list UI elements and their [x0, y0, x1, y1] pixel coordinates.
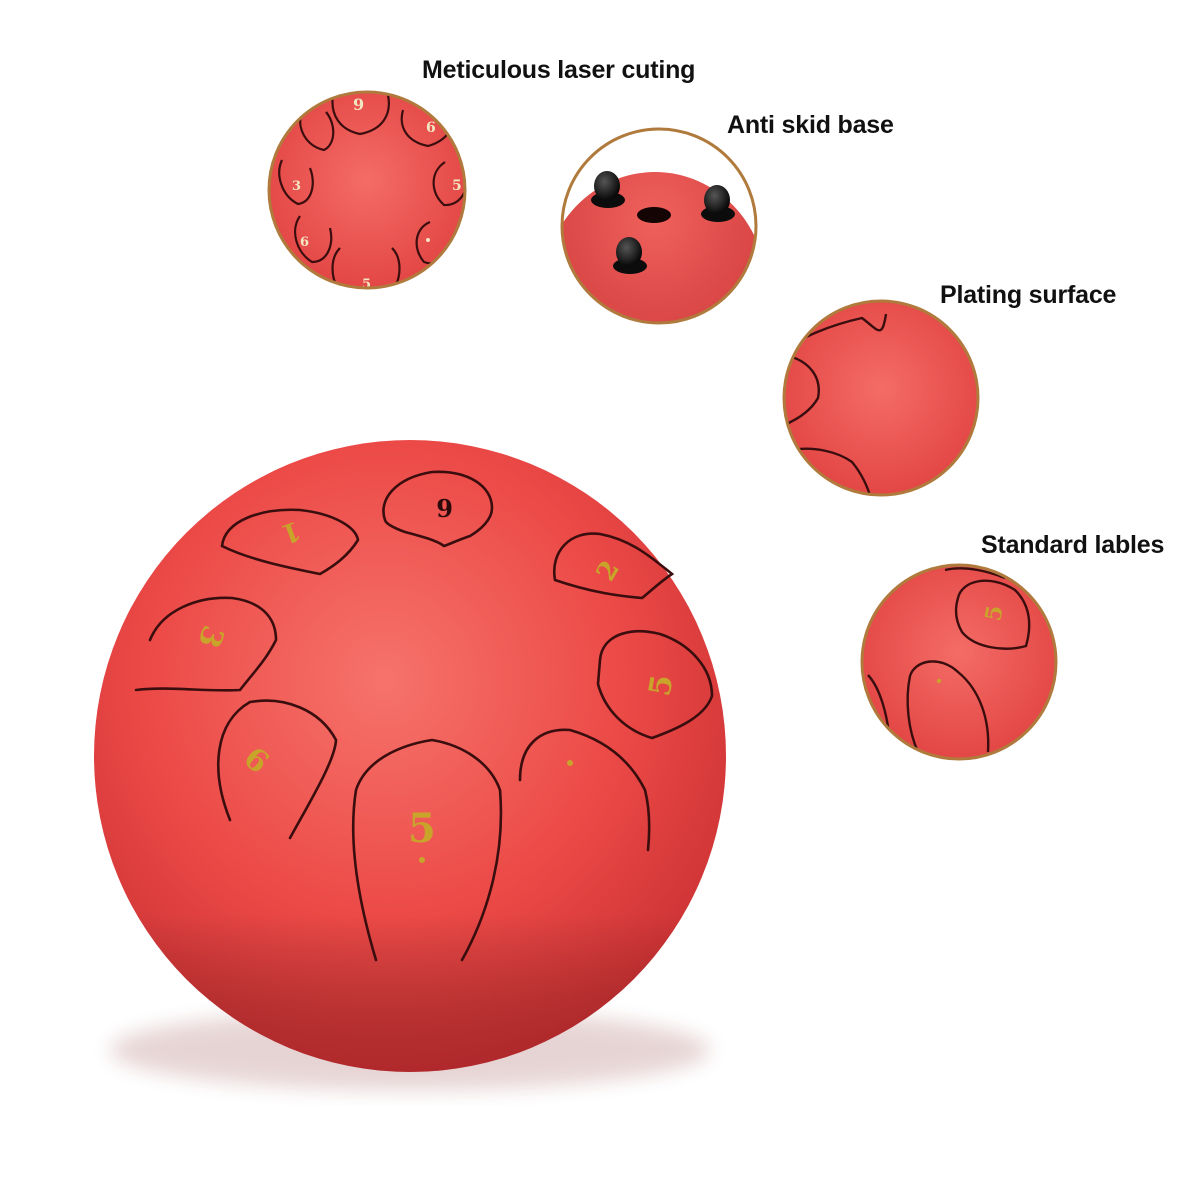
- standard-labels-image: 5: [860, 563, 1058, 761]
- laser-cut-detail-image: 9 6 5 3 6 5: [267, 90, 467, 292]
- tongue-lower-right: [518, 728, 651, 852]
- tongue-left: [134, 596, 278, 692]
- note-label-bottom: 5: [408, 805, 436, 852]
- caption-standard-labels: Standard lables: [981, 531, 1165, 559]
- note-dot-lower-right: [567, 760, 573, 766]
- detail-digit-bottom: 5: [362, 277, 371, 292]
- tongue-cuts: [134, 470, 714, 962]
- anti-skid-base-image: [560, 127, 758, 325]
- tongue-right: [596, 630, 714, 740]
- caption-laser-cutting: Meticulous laser cuting: [422, 56, 696, 84]
- detail-dot: [426, 238, 430, 242]
- plating-surface-image: [782, 299, 980, 497]
- label-digit-5: 5: [980, 603, 1008, 623]
- rubber-foot-bottom: [613, 237, 647, 274]
- rubber-foot-left: [591, 171, 625, 208]
- detail-digit-right: 5: [452, 178, 462, 194]
- label-dot: [936, 678, 942, 684]
- tongue-top: [382, 470, 494, 548]
- tongue-lower-left: [217, 699, 338, 840]
- detail-digit-top-right: 6: [426, 120, 436, 136]
- caption-anti-skid-base: Anti skid base: [727, 111, 894, 139]
- tongue-bottom: [351, 738, 503, 962]
- tongue-upper-left: [220, 508, 360, 576]
- tongue-drum: 6 1 2 3 5 6 5: [94, 440, 726, 1090]
- caption-plating-surface: Plating surface: [940, 281, 1117, 309]
- detail-digit-bottom-left: 6: [300, 235, 309, 250]
- note-dot-bottom: [419, 857, 425, 863]
- detail-digit-left: 3: [292, 179, 301, 194]
- rubber-foot-right: [701, 185, 735, 222]
- note-label-top: 6: [436, 493, 453, 522]
- detail-digit-6: 9: [353, 95, 364, 114]
- sound-hole: [637, 207, 671, 223]
- tongue-upper-right: [552, 532, 675, 600]
